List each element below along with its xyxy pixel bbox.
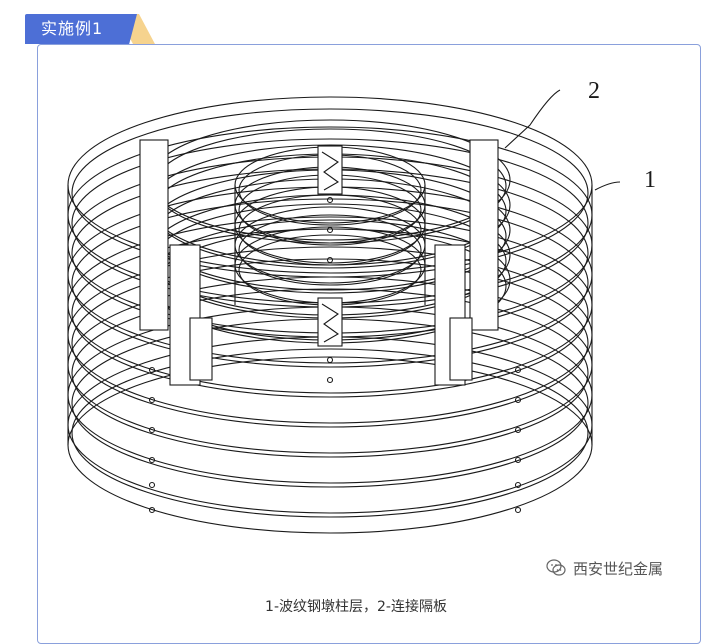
callout-label-1: 1 xyxy=(644,167,656,193)
callout-leader-1 xyxy=(594,181,621,191)
callout-label-2: 2 xyxy=(588,78,600,104)
figure-caption: 1-波纹钢墩柱层，2-连接隔板 xyxy=(265,599,447,615)
corrugated-steel-column-drawing: 2 1 xyxy=(67,78,656,534)
section-tag: 实施例1 xyxy=(25,14,155,44)
tag-label: 实施例1 xyxy=(41,19,104,38)
tag-background xyxy=(25,14,137,44)
watermark: 西安世纪金属 xyxy=(545,557,663,579)
partition-plates xyxy=(139,139,499,386)
bolt-holes xyxy=(148,196,522,514)
watermark-text: 西安世纪金属 xyxy=(573,559,664,578)
wechat-icon xyxy=(546,559,566,576)
callout-leader-2 xyxy=(504,89,561,149)
